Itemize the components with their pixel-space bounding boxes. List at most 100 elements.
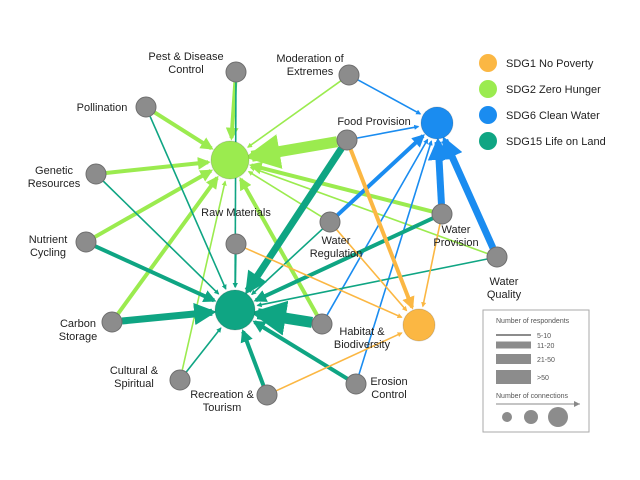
- legend-item-sdg1: SDG1 No Poverty: [479, 54, 594, 72]
- edge-pollination-to-sdg2: [153, 110, 214, 150]
- node-label: Raw Materials: [201, 207, 271, 219]
- node-circle: [256, 384, 278, 406]
- legend-swatch: [479, 80, 497, 98]
- node-label-line: Moderation of: [276, 53, 344, 65]
- node-label-line: Extremes: [287, 66, 334, 78]
- node-label-line: Raw Materials: [201, 207, 271, 219]
- node-recreation: Recreation &Tourism: [190, 384, 278, 414]
- legend-label: SDG6 Clean Water: [506, 110, 600, 122]
- edge-nutrient-to-sdg2: [93, 169, 214, 239]
- legend-item-sdg15: SDG15 Life on Land: [479, 132, 606, 150]
- node-circle: [75, 231, 97, 253]
- node-circle: [225, 233, 247, 255]
- edge-nutrient-to-sdg15: [94, 244, 217, 303]
- size-key-box: Number of respondents 5-1011-2021-50>50 …: [482, 309, 590, 433]
- node-label-line: Tourism: [203, 402, 242, 414]
- node-raw: Raw Materials: [201, 207, 271, 255]
- node-pollination: Pollination: [77, 96, 157, 118]
- edge-food-to-sdg2: [244, 134, 339, 169]
- node-label-line: Pollination: [77, 102, 128, 114]
- edge-cultural-to-sdg2: [181, 180, 227, 371]
- edge-water_reg-to-sdg15: [251, 228, 324, 296]
- respondent-level-bar: [496, 354, 531, 364]
- node-circle: [311, 313, 333, 335]
- node-circle: [420, 106, 454, 140]
- node-circle: [431, 203, 453, 225]
- edge-carbon-to-sdg2: [116, 175, 219, 316]
- node-label-line: Genetic: [35, 165, 73, 177]
- node-circle: [402, 308, 436, 342]
- connections-title: Number of connections: [496, 393, 568, 400]
- node-label-line: Spiritual: [114, 378, 154, 390]
- node-sdg6: [420, 106, 454, 140]
- legend-item-sdg2: SDG2 Zero Hunger: [479, 80, 601, 98]
- node-label-line: Resources: [28, 178, 81, 190]
- node-circle: [345, 373, 367, 395]
- node-label-line: Regulation: [310, 248, 363, 260]
- respondent-level-label: 11-20: [537, 343, 554, 350]
- node-food: Food Provision: [336, 116, 411, 151]
- edge-layer: [93, 79, 497, 392]
- node-circle: [336, 129, 358, 151]
- edge-water_prov-to-sdg1: [421, 223, 441, 308]
- node-label-line: Water: [442, 224, 471, 236]
- node-circle: [338, 64, 360, 86]
- node-circle: [486, 246, 508, 268]
- node-circle: [101, 311, 123, 333]
- respondent-level: 21-50: [496, 354, 555, 364]
- edge-pest-to-sdg2: [225, 81, 239, 141]
- edge-water_quality-to-sdg15: [256, 258, 488, 308]
- edge-food-to-sdg15: [244, 146, 345, 295]
- node-circle: [169, 369, 191, 391]
- legend-label: SDG15 Life on Land: [506, 136, 606, 148]
- node-circle: [210, 140, 250, 180]
- edge-food-to-sdg6: [356, 124, 420, 139]
- edge-recreation-to-sdg15: [240, 329, 266, 387]
- node-cultural: Cultural &Spiritual: [110, 365, 191, 391]
- edge-habitat-to-sdg15: [250, 300, 314, 336]
- edge-water_reg-to-sdg6: [335, 134, 425, 217]
- node-sdg15: [214, 289, 256, 331]
- node-label-line: Provision: [433, 237, 478, 249]
- legend-label: SDG1 No Poverty: [506, 58, 594, 70]
- edge-pest-to-sdg15: [232, 81, 238, 289]
- connections-size-small: [502, 412, 512, 422]
- node-label-line: Carbon: [60, 318, 96, 330]
- legend-label: SDG2 Zero Hunger: [506, 84, 601, 96]
- node-label-line: Food Provision: [337, 116, 410, 128]
- node-label-line: Water: [490, 276, 519, 288]
- edge-erosion-to-sdg6: [358, 140, 433, 375]
- respondent-level: >50: [496, 370, 549, 384]
- node-label-line: Quality: [487, 289, 522, 301]
- edge-recreation-to-sdg1: [275, 332, 403, 392]
- respondent-level-bar: [496, 341, 531, 349]
- edge-habitat-to-sdg6: [326, 138, 429, 316]
- node-label: Recreation &Tourism: [190, 389, 254, 414]
- node-label-line: Nutrient: [29, 234, 68, 246]
- edge-water_reg-to-sdg1: [335, 229, 408, 312]
- node-habitat: Habitat &Biodiversity: [311, 313, 391, 351]
- edge-carbon-to-sdg15: [121, 302, 217, 326]
- edge-genetic-to-sdg15: [102, 180, 220, 295]
- node-label: Pollination: [77, 102, 128, 114]
- connections-size-large: [548, 407, 568, 427]
- edge-water_quality-to-sdg2: [249, 166, 488, 255]
- node-sdg2: [210, 140, 250, 180]
- legend-swatch: [479, 132, 497, 150]
- edge-genetic-to-sdg2: [105, 156, 211, 175]
- node-circle: [135, 96, 157, 118]
- respondent-level: 5-10: [496, 333, 551, 340]
